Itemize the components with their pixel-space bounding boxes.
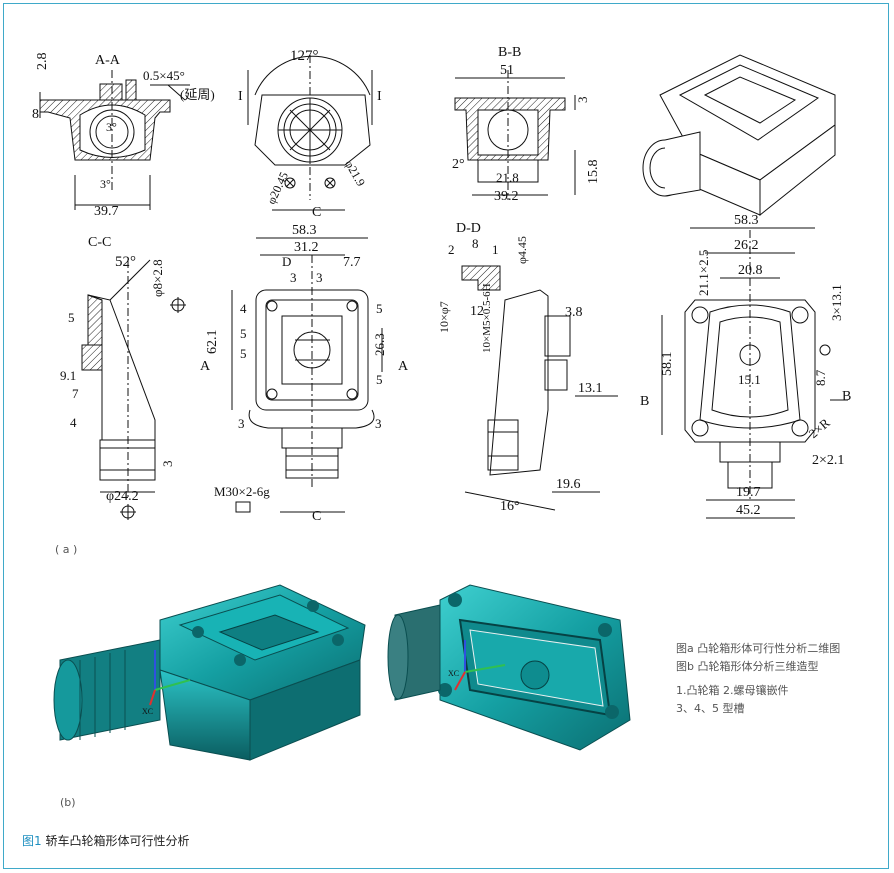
view-aa-dim-3: 3° [106, 120, 117, 134]
view-aa-dim-4: 3° [100, 177, 111, 191]
view-front-dim-13: A [200, 359, 211, 374]
view-front-dim-17: M30×2-6g [214, 484, 270, 499]
view-cc-dim-7: φ24.2 [106, 489, 139, 504]
view-front-dim-7: 5 [240, 326, 247, 341]
view-bb-title: B-B [498, 45, 521, 60]
view-dd-dim-2: 1 [492, 242, 499, 257]
view-top-dim-1: I [238, 89, 243, 104]
view-cc-dim-3: 9.1 [60, 368, 76, 383]
view-back-dim-2: 20.8 [738, 263, 763, 278]
view-bb-dim-2: 2° [452, 157, 465, 172]
view-back-dim-5: 58.1 [660, 352, 675, 377]
view-dd-dim-6: 10×M5×0.5-6H [481, 283, 493, 353]
view-front-dim-16: 3 [375, 416, 382, 431]
figure-title: 轿车凸轮箱形体可行性分析 [45, 834, 190, 848]
view-front-dim-8: 5 [240, 346, 247, 361]
view-top-dim-5: C [312, 205, 321, 220]
view-aa-dim-0: 2.8 [35, 53, 50, 71]
view-bb: B-B 51 3 2° 21.8 39.2 15.8 [452, 45, 601, 204]
view-aa-dim-1: 0.5×45° [143, 68, 185, 83]
figure-number: 图1 [22, 834, 42, 848]
view-dd-dim-7: 3.8 [565, 305, 583, 320]
view-front-dim-9: 5 [376, 301, 383, 316]
view-aa-dim-6: 8 [32, 107, 39, 122]
view-dd-dim-8: 13.1 [578, 381, 603, 396]
view-top: 127° I I φ20.45 φ21.9 C [238, 48, 382, 220]
view-back-dim-11: 2×2.1 [812, 453, 844, 468]
view-cc-dim-2: 5 [68, 310, 75, 325]
figure-caption: 图1 轿车凸轮箱形体可行性分析 [22, 832, 189, 849]
view-front-dim-0: 58.3 [292, 223, 317, 238]
legend-line: 图b 凸轮箱形体分析三维造型 [676, 660, 819, 673]
model-right-axis: XC [448, 669, 459, 678]
view-cc-dim-1: φ8×2.8 [150, 259, 165, 297]
view-top-dim-0: 127° [290, 48, 319, 64]
view-cc-dim-6: 3 [160, 461, 175, 468]
view-top-dim-2: I [377, 89, 382, 104]
view-dd-dim-5: 10×φ7 [437, 301, 451, 333]
view-back-dim-7: 8.7 [813, 369, 828, 386]
model-right: XC [387, 584, 631, 751]
view-back-dim-10: 2×R [806, 415, 833, 441]
view-aa-dim-5: 39.7 [94, 204, 119, 219]
view-cc-dim-0: 52° [115, 254, 136, 270]
view-front-dim-14: A [398, 359, 409, 374]
view-bb-dim-1: 3 [575, 97, 590, 104]
view-front-dim-10: 5 [376, 372, 383, 387]
view-dd-dim-3: φ4.45 [515, 236, 529, 264]
view-dd-dim-10: 16° [500, 499, 520, 514]
view-dd-title: D-D [456, 221, 481, 236]
view-top-dim-3: φ20.45 [264, 170, 291, 207]
legend-line: 3、4、5 型槽 [676, 702, 745, 715]
view-dd-dim-4: 12 [470, 304, 484, 319]
legend: 图a 凸轮箱形体可行性分析二维图 图b 凸轮箱形体分析三维造型 1.凸轮箱 2.… [676, 640, 840, 718]
view-dd: D-D 2 8 1 φ4.45 12 10×φ7 10×M5×0.5-6H 3.… [437, 221, 618, 514]
view-back-dim-13: 45.2 [736, 503, 761, 518]
view-aa-dim-2: (延周) [180, 87, 215, 102]
view-cc-dim-5: 4 [70, 415, 77, 430]
view-front-dim-6: 4 [240, 301, 247, 316]
view-back-dim-0: 58.3 [734, 213, 759, 228]
view-cc-title: C-C [88, 235, 111, 250]
view-front-dim-18: C [312, 509, 321, 524]
view-front-dim-15: 3 [238, 416, 245, 431]
view-back-dim-1: 26.2 [734, 238, 759, 253]
panel-label-a: ( a ) [55, 543, 78, 556]
model-left-axis: XC [142, 707, 153, 716]
view-back-dim-8: B [640, 394, 649, 409]
view-aa: A-A 2.8 0.5×45° (延周) 3° 3° 39.7 8 [32, 53, 215, 220]
view-front-dim-5: 7.7 [343, 255, 361, 270]
panel-label-b: (b) [60, 796, 76, 809]
model-left: XC [53, 584, 366, 761]
view-back-dim-12: 19.7 [736, 485, 761, 500]
view-cc: C-C 52° φ8×2.8 5 9.1 7 4 3 φ24.2 [60, 235, 186, 520]
view-top-dim-4: φ21.9 [342, 158, 368, 189]
view-front-dim-1: 31.2 [294, 240, 319, 255]
view-bb-dim-0: 51 [500, 63, 514, 78]
view-dd-dim-9: 19.6 [556, 477, 581, 492]
view-back-dim-3: 21.1×2.5 [696, 250, 711, 296]
figure-frame [3, 3, 889, 869]
legend-line: 图a 凸轮箱形体可行性分析二维图 [676, 642, 841, 655]
view-back-dim-4: 3×13.1 [829, 284, 844, 321]
view-front-dim-2: D [282, 254, 291, 269]
view-aa-title: A-A [95, 53, 121, 68]
view-back: 58.3 26.2 20.8 21.1×2.5 3×13.1 58.1 15.1… [640, 213, 851, 519]
view-bb-dim-5: 15.8 [586, 160, 601, 185]
view-dd-dim-1: 8 [472, 236, 479, 251]
view-bb-dim-3: 21.8 [496, 170, 519, 185]
isometric-view [642, 54, 836, 217]
view-back-dim-9: B [842, 389, 851, 404]
view-cc-dim-4: 7 [72, 386, 79, 401]
view-front-dim-12: 26.3 [372, 333, 387, 356]
view-back-dim-6: 15.1 [738, 372, 761, 387]
view-front-dim-4: 3 [316, 270, 323, 285]
view-front: 58.3 31.2 D 3 3 7.7 4 5 5 5 5 62.1 26.3 … [200, 223, 409, 524]
legend-line: 1.凸轮箱 2.螺母镶嵌件 [676, 684, 789, 697]
view-front-dim-11: 62.1 [205, 330, 220, 355]
view-front-dim-3: 3 [290, 270, 297, 285]
view-dd-dim-0: 2 [448, 242, 455, 257]
view-bb-dim-4: 39.2 [494, 189, 519, 204]
